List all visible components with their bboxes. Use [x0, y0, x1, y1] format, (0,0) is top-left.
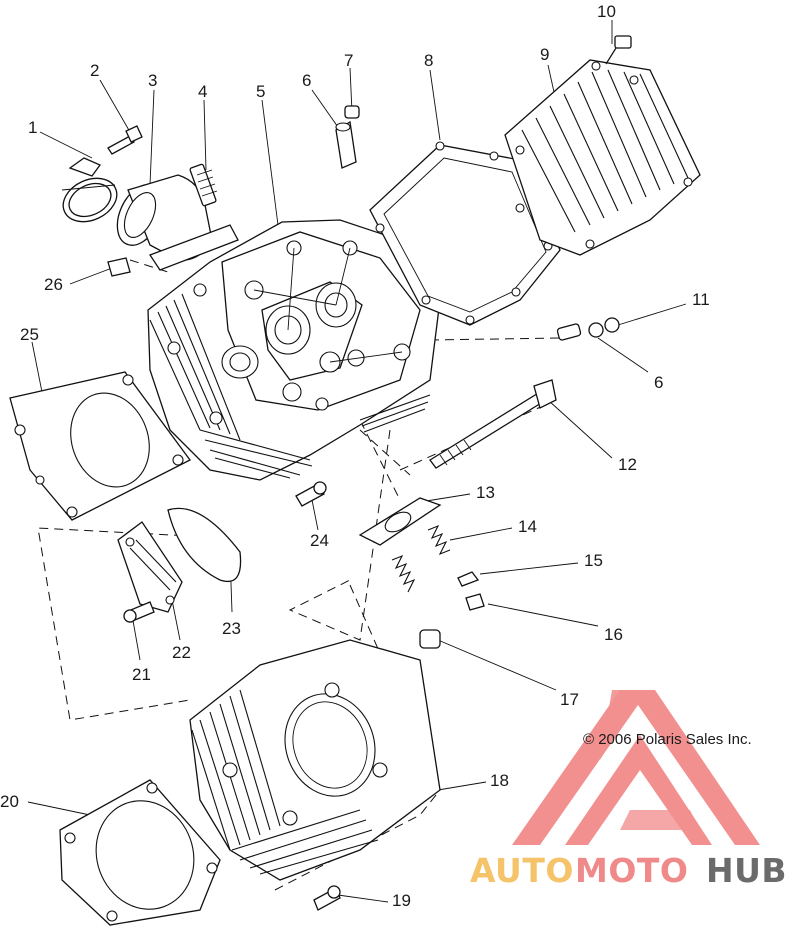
part-base-gasket-20 — [59, 779, 221, 926]
callout-22: 22 — [172, 643, 191, 662]
callout-19: 19 — [392, 891, 411, 910]
part-bolt-21 — [123, 601, 155, 623]
callout-14: 14 — [518, 517, 537, 536]
part-nut-11 — [588, 317, 620, 338]
callout-12: 12 — [618, 455, 637, 474]
logo-left-leg — [598, 690, 640, 760]
callout-11: 11 — [692, 290, 710, 309]
callout-9: 9 — [540, 45, 549, 64]
callout-13: 13 — [476, 483, 495, 502]
logo-crossbar — [620, 810, 700, 830]
callout-5: 5 — [256, 82, 265, 101]
callout-10: 10 — [597, 2, 616, 21]
part-keeper-16 — [465, 593, 485, 611]
callout-24: 24 — [310, 531, 329, 550]
part-clip-15 — [457, 571, 480, 587]
part-intake-boot — [116, 174, 239, 271]
callout-7: 7 — [344, 51, 353, 70]
callout-21: 21 — [132, 665, 151, 684]
watermark-moto: MOTO — [575, 851, 688, 890]
part-spring-14 — [391, 524, 451, 593]
part-stud-4 — [189, 163, 218, 207]
callout-18: 18 — [490, 771, 509, 790]
watermark-hub: HUB — [706, 851, 787, 890]
part-bolt-19 — [313, 885, 341, 911]
callout-6-lower: 6 — [654, 373, 663, 392]
part-clamp — [61, 157, 118, 223]
part-tensioner-22 — [117, 521, 183, 613]
part-bolt-26 — [107, 257, 131, 277]
part-dowel-17 — [419, 629, 441, 649]
part-head-gasket-25 — [9, 371, 191, 521]
callout-26: 26 — [44, 275, 63, 294]
part-sleeve-6-upper — [335, 120, 357, 169]
part-bolt-10 — [605, 35, 632, 65]
part-long-bolt-12 — [429, 379, 557, 469]
watermark-auto: AUTO — [470, 851, 574, 890]
callout-labels: 1 2 3 4 5 6 6 7 8 9 10 11 12 13 14 15 16… — [0, 2, 710, 910]
callout-20: 20 — [0, 792, 19, 811]
callout-8: 8 — [424, 51, 433, 70]
part-cylinder-head — [147, 219, 441, 481]
part-valve-cover — [504, 59, 701, 256]
part-cylinder-18 — [189, 639, 441, 881]
callout-17: 17 — [560, 690, 579, 709]
logo-outer-triangle — [512, 690, 760, 845]
watermark-text: AUTO MOTO HUB — [470, 851, 787, 890]
watermark-logo — [512, 690, 760, 845]
part-screw-2 — [107, 125, 143, 155]
callout-2: 2 — [90, 61, 99, 80]
part-tensioner-gasket-23 — [167, 507, 242, 582]
part-cap-7 — [344, 105, 360, 119]
callout-1: 1 — [28, 118, 37, 137]
part-sleeve-6-lower — [556, 323, 582, 341]
callout-3: 3 — [148, 71, 157, 90]
copyright-notice: © 2006 Polaris Sales Inc. — [583, 731, 752, 748]
callout-25: 25 — [20, 325, 39, 344]
part-valve-cover-gasket — [369, 141, 561, 326]
callout-4: 4 — [198, 82, 207, 101]
callout-15: 15 — [584, 551, 603, 570]
part-screw-24 — [295, 481, 327, 507]
callout-6-upper: 6 — [302, 71, 311, 90]
callout-16: 16 — [604, 625, 623, 644]
callout-23: 23 — [222, 619, 241, 638]
part-exhaust-gasket-13 — [358, 497, 442, 546]
